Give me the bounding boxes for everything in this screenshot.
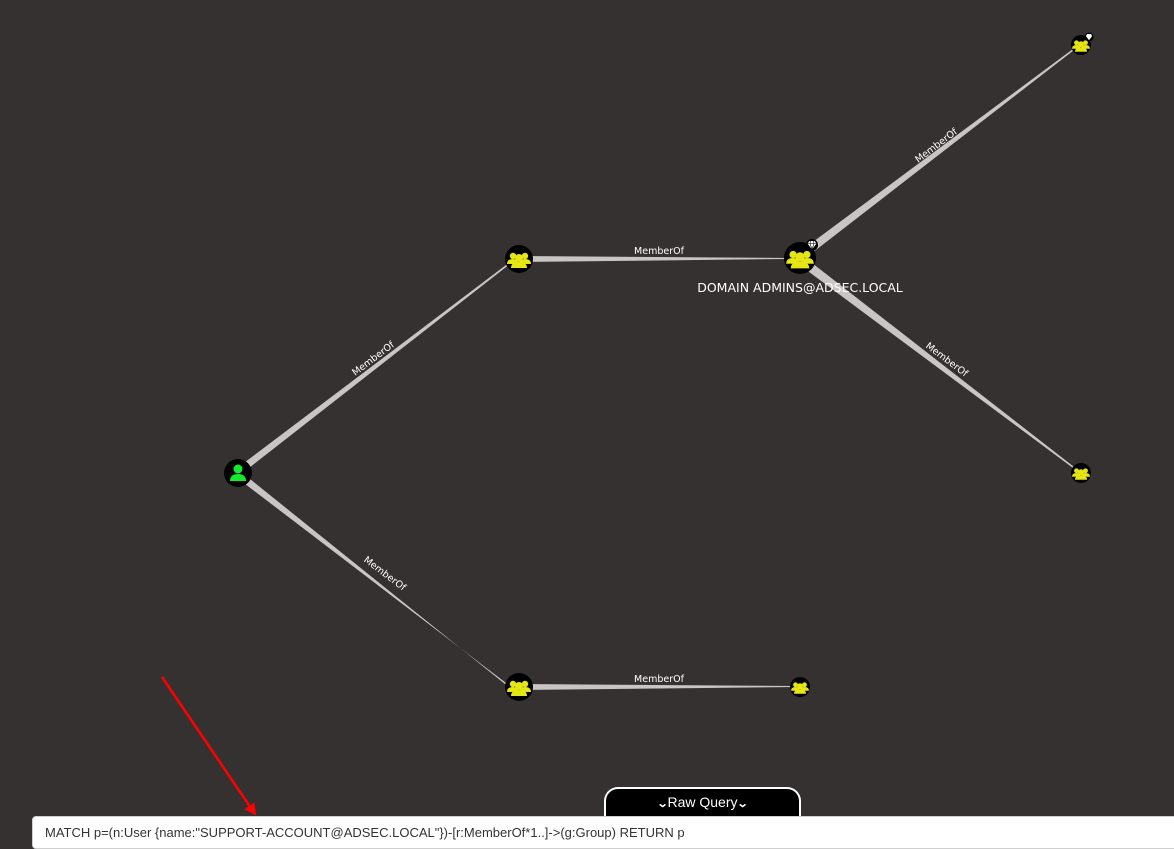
group-node-bottom-end[interactable] — [790, 677, 810, 697]
chevron-down-icon: ⌄ — [736, 798, 749, 810]
diamond-icon — [1084, 32, 1094, 42]
group-node-top[interactable] — [505, 245, 533, 273]
raw-query-input[interactable] — [32, 816, 1174, 849]
edge-user-to-group-top[interactable] — [236, 262, 510, 475]
group-icon — [1072, 40, 1090, 52]
edge-label-group-to-domain-admins: MemberOf — [634, 246, 685, 257]
raw-query-toggle-label: Raw Query — [667, 794, 738, 810]
group-icon — [507, 252, 531, 268]
user-node-support-account[interactable] — [224, 459, 252, 487]
group-node-bottom[interactable] — [505, 673, 533, 701]
group-icon — [1072, 468, 1090, 480]
group-icon — [507, 680, 531, 696]
user-icon — [230, 464, 246, 481]
edge-domain-admins-to-group-top-right[interactable] — [798, 46, 1078, 260]
edge-labels: MemberOf MemberOf MemberOf MemberOf Memb… — [350, 126, 970, 685]
chevron-down-icon: ⌄ — [656, 798, 669, 810]
annotation-arrow — [160, 676, 257, 816]
group-node-bottom-right[interactable] — [1071, 463, 1091, 483]
raw-query-toggle-button[interactable]: ⌄Raw Query⌄ — [604, 787, 801, 817]
edge-label-user-to-group-top: MemberOf — [350, 339, 397, 378]
edge-domain-admins-to-group-bottom-right[interactable] — [797, 256, 1078, 471]
group-node-domain-admins[interactable] — [784, 239, 818, 274]
domain-admins-label: DOMAIN ADMINS@ADSEC.LOCAL — [697, 280, 903, 295]
diamond-icon — [806, 239, 818, 251]
edge-group-bottom-to-group-small[interactable] — [520, 684, 795, 690]
edge-user-to-group-bottom[interactable] — [236, 471, 510, 688]
edge-group-top-to-domain-admins[interactable] — [520, 256, 790, 262]
group-icon — [791, 682, 809, 694]
group-node-top-right[interactable] — [1071, 32, 1094, 56]
graph-edges — [236, 46, 1078, 690]
edge-label-group-to-group-small: MemberOf — [634, 674, 685, 685]
edge-label-domain-admins-to-group-top-right: MemberOf — [913, 126, 960, 165]
group-icon — [786, 250, 814, 269]
